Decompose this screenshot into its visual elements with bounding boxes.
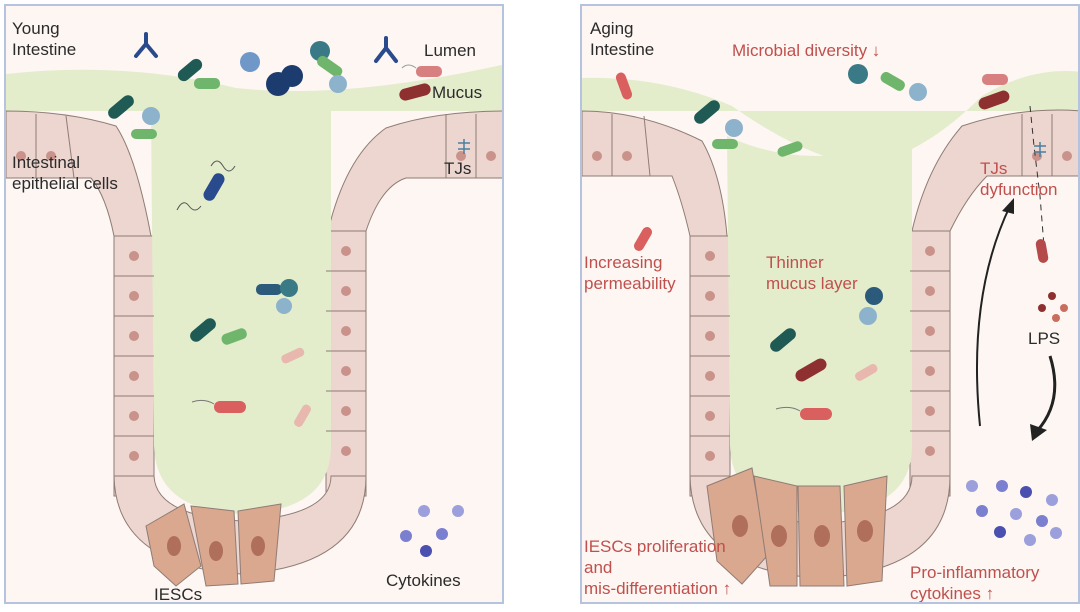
tight-junction-icon xyxy=(458,139,470,154)
thin-mucus-layer xyxy=(582,71,1078,166)
rod-bacterium-icon xyxy=(177,58,203,82)
title-line-1: Young xyxy=(12,19,60,38)
aging-intestine-illustration xyxy=(582,6,1078,602)
epithelium-top-right xyxy=(911,109,1078,232)
crypt-wall-left xyxy=(113,235,155,497)
flagellated-bacterium-icon xyxy=(176,160,236,211)
antibody-icon xyxy=(134,32,398,63)
tjs-dysfunction-label: TJs dyfunction xyxy=(980,158,1058,200)
epithelial-line-2: epithelial cells xyxy=(12,174,118,193)
tjs-line-2: dyfunction xyxy=(980,180,1058,199)
stem-cells xyxy=(145,503,282,587)
thinner-mucus-label: Thinner mucus layer xyxy=(766,252,858,294)
iescs-line-3: mis-differentiation ↑ xyxy=(584,579,732,598)
tjs-line-1: TJs xyxy=(980,159,1008,178)
crypt-lumen xyxy=(727,136,912,514)
tight-junction-icon xyxy=(1034,142,1046,157)
pro-inflammatory-cytokines-label: Pro-inflammatory cytokines ↑ xyxy=(910,562,1040,603)
epithelium-top-right xyxy=(327,110,502,232)
cytokines-line-2: cytokines ↑ xyxy=(910,584,995,603)
cytokine-dot-icon xyxy=(400,505,464,557)
title-line-1: Aging xyxy=(590,19,634,38)
epithelium-top-left xyxy=(582,110,728,237)
permeability-label: Increasing permeability xyxy=(584,252,676,294)
stem-cells xyxy=(706,467,888,587)
title-line-2: Intestine xyxy=(590,40,655,59)
iescs-line-1: IESCs proliferation xyxy=(584,537,726,556)
aging-title: Aging Intestine xyxy=(590,18,654,60)
epithelial-cells-label: Intestinal epithelial cells xyxy=(12,152,118,194)
young-title: Young Intestine xyxy=(12,18,76,60)
iescs-label: IESCs xyxy=(154,585,203,604)
mucus-line-2: mucus layer xyxy=(766,274,858,293)
microbial-diversity-label: Microbial diversity ↓ xyxy=(732,41,881,60)
young-intestine-panel: Young Intestine Lumen Mucus Intestinal e… xyxy=(4,4,504,604)
aging-intestine-panel: Aging Intestine Microbial diversity ↓ TJ… xyxy=(580,4,1080,604)
coccus-bacterium-icon xyxy=(240,52,260,72)
cytokines-line-1: Pro-inflammatory xyxy=(910,563,1040,582)
tjs-label: TJs xyxy=(444,159,472,178)
lps-particle-icon xyxy=(1038,292,1068,322)
title-line-2: Intestine xyxy=(12,40,77,59)
iescs-proliferation-label: IESCs proliferation and mis-differentiat… xyxy=(584,536,731,599)
permeability-line-1: Increasing xyxy=(584,253,663,272)
nucleus-group xyxy=(16,151,496,461)
permeability-line-2: permeability xyxy=(584,274,676,293)
iescs-line-2: and xyxy=(584,558,613,577)
mucus-label: Mucus xyxy=(432,83,483,102)
lps-label: LPS xyxy=(1028,329,1061,348)
young-intestine-illustration xyxy=(6,6,502,602)
epithelium-top-left xyxy=(6,110,152,237)
mucus-line-1: Thinner xyxy=(766,253,824,272)
cytokine-dot-icon xyxy=(966,480,1062,546)
cytokines-label: Cytokines xyxy=(386,571,461,590)
downward-arrow xyxy=(1035,355,1057,433)
upward-arrow xyxy=(976,205,1011,427)
lumen-label: Lumen xyxy=(424,41,476,60)
epithelial-line-1: Intestinal xyxy=(12,153,81,172)
crypt-lumen xyxy=(151,111,331,514)
